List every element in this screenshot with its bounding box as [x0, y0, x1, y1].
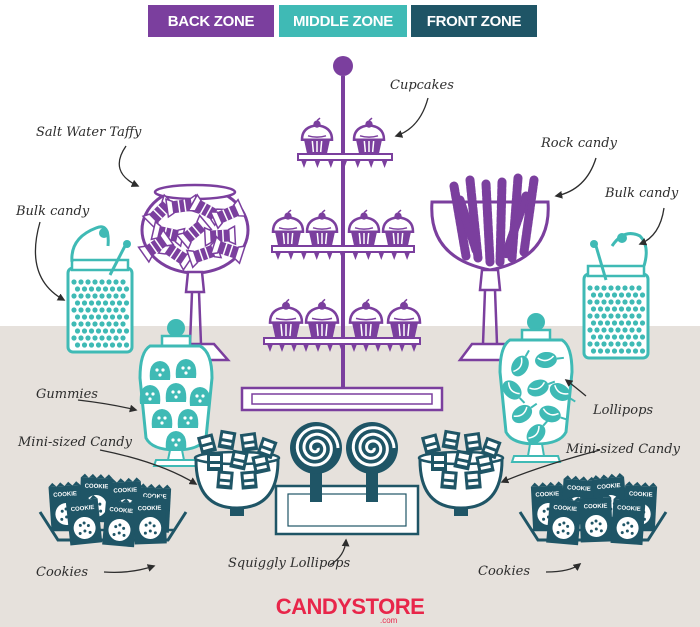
- table-surface: [0, 326, 700, 627]
- svg-text:COOKIE: COOKIE: [85, 484, 109, 491]
- svg-text:COOKIE: COOKIE: [597, 483, 621, 491]
- label-mini-candy-right: Mini-sized Candy: [566, 442, 680, 457]
- label-rock-candy: Rock candy: [541, 136, 617, 151]
- cupcake-stand-icon: [240, 56, 444, 412]
- label-bulk-candy-left: Bulk candy: [16, 204, 90, 219]
- svg-text:COOKIE: COOKIE: [629, 491, 653, 498]
- label-mini-candy-left: Mini-sized Candy: [18, 435, 132, 450]
- label-salt-water-taffy: Salt Water Taffy: [36, 125, 142, 140]
- lollipops-jar-icon: [498, 313, 576, 463]
- squiggly-lollipops-icon: [274, 422, 420, 536]
- svg-text:COOKIE: COOKIE: [138, 506, 162, 513]
- svg-text:COOKIE: COOKIE: [71, 505, 95, 513]
- mini-candy-right-bowl-icon: [417, 429, 505, 516]
- middle-zone-legend: MIDDLE ZONE: [279, 5, 407, 37]
- svg-text:COOKIE: COOKIE: [113, 487, 137, 494]
- label-gummies: Gummies: [36, 387, 98, 402]
- bulk-candy-left-jar-icon: [66, 225, 134, 354]
- svg-text:COOKIE: COOKIE: [53, 491, 77, 499]
- svg-text:COOKIE: COOKIE: [535, 491, 559, 498]
- back-zone-legend: BACK ZONE: [148, 5, 274, 37]
- svg-text:COOKIE: COOKIE: [109, 507, 133, 515]
- front-zone-legend: FRONT ZONE: [411, 5, 537, 37]
- svg-text:COOKIE: COOKIE: [584, 504, 608, 511]
- label-bulk-candy-right: Bulk candy: [605, 186, 679, 201]
- bulk-candy-right-jar-icon: [582, 232, 650, 360]
- svg-text:COOKIE: COOKIE: [567, 485, 591, 493]
- taffy-jar-icon: [137, 183, 250, 362]
- brand-domain: .com: [380, 616, 398, 625]
- svg-text:COOKIE: COOKIE: [617, 505, 641, 513]
- brand-logo: CANDYSTORE: [275, 594, 425, 619]
- label-cookies-left: Cookies: [36, 565, 88, 580]
- svg-text:COOKIE: COOKIE: [553, 505, 577, 513]
- label-squiggly-lollipops: Squiggly Lollipops: [228, 556, 351, 571]
- mini-candy-left-bowl-icon: [193, 429, 281, 516]
- svg-text:COOKIE: COOKIE: [143, 493, 167, 500]
- cookies-left-tray-icon: COOKIE COOKIE COOKIE COOKIE COOKIE COOKIE COOK…: [38, 473, 188, 548]
- cookies-right-tray-icon: COOKIE COOKIE COOKIE COOKIE COOKIE COOKIE COOK…: [518, 473, 668, 546]
- label-cookies-right: Cookies: [478, 564, 530, 579]
- label-cupcakes: Cupcakes: [390, 78, 454, 93]
- label-lollipops: Lollipops: [593, 403, 654, 418]
